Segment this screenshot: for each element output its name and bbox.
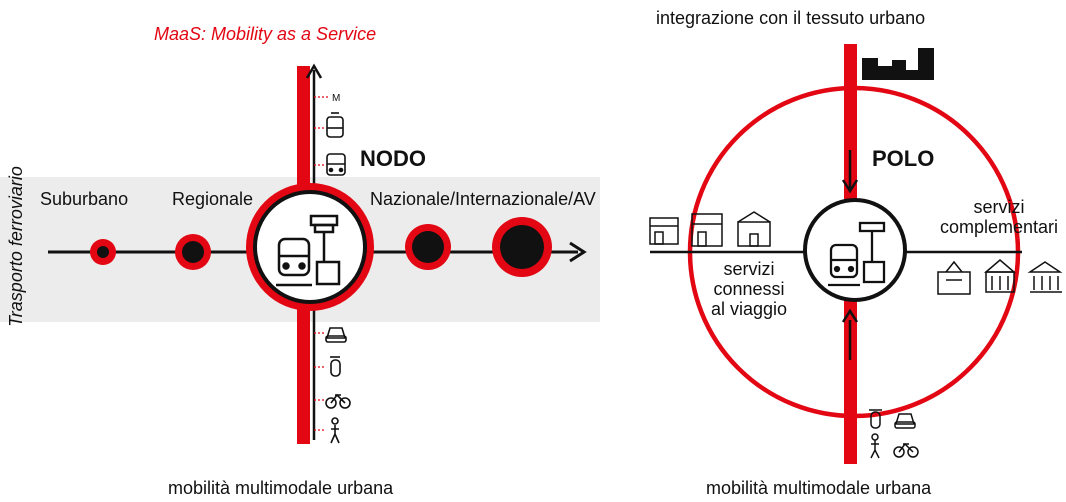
right-diagram — [649, 44, 1063, 464]
urban-arrowhead — [305, 63, 323, 79]
scooter-icon — [330, 356, 341, 377]
right-scooter-icon — [869, 409, 882, 429]
suburbano-node-core — [97, 246, 109, 258]
right-car-icon — [894, 413, 916, 429]
urban-integration-header: integrazione con il tessuto urbano — [656, 8, 926, 28]
metro-tick — [314, 96, 330, 431]
up-arrow — [841, 308, 859, 360]
category-suburbano: Suburbano — [40, 189, 129, 209]
left-diagram: M — [0, 63, 600, 444]
services-travel-line-3: al viaggio — [710, 299, 788, 319]
services-travel-line-2: connessi — [713, 279, 785, 299]
services-travel-label: servizi connessi al viaggio — [694, 259, 804, 319]
tram-icon — [326, 112, 344, 138]
rail-arrowhead — [569, 241, 587, 263]
post-office-icon — [737, 211, 771, 247]
museum-icon — [983, 259, 1017, 293]
rail-transport-label: Trasporto ferroviario — [5, 166, 26, 327]
train-station-icon — [276, 214, 341, 287]
category-nazionale: Nazionale/Internazionale/AV — [370, 189, 596, 209]
right-pedestrian-icon — [870, 433, 880, 459]
bank-icon — [1027, 261, 1063, 293]
right-footer: mobilità multimodale urbana — [706, 478, 932, 498]
category-regionale: Regionale — [172, 189, 254, 209]
shop-icon — [649, 217, 679, 245]
services-complementary-label: servizi complementari — [934, 197, 1064, 237]
buildings-icon — [862, 48, 934, 80]
pole-node — [803, 198, 907, 302]
bicycle-icon — [325, 393, 351, 409]
left-footer: mobilità multimodale urbana — [168, 478, 394, 498]
node-title: NODO — [360, 146, 426, 171]
services-complementary-line-2: complementari — [939, 217, 1059, 237]
pole-train-icon — [828, 221, 886, 287]
car-icon — [325, 327, 347, 343]
services-travel-line-1: servizi — [723, 259, 775, 279]
store-icon — [691, 213, 723, 247]
nazionale-node-core — [412, 231, 444, 263]
bus-icon — [326, 153, 346, 176]
metro-label: M — [332, 93, 340, 104]
down-arrow — [841, 150, 859, 194]
services-complementary-line-1: servizi — [973, 197, 1025, 217]
school-icon — [937, 260, 971, 295]
maas-header: MaaS: Mobility as a Service — [154, 24, 377, 44]
av-node-core — [500, 225, 544, 269]
right-bicycle-icon — [893, 442, 919, 458]
pedestrian-icon — [330, 417, 340, 444]
pole-title: POLO — [872, 146, 935, 171]
regionale-node-core — [182, 241, 204, 263]
